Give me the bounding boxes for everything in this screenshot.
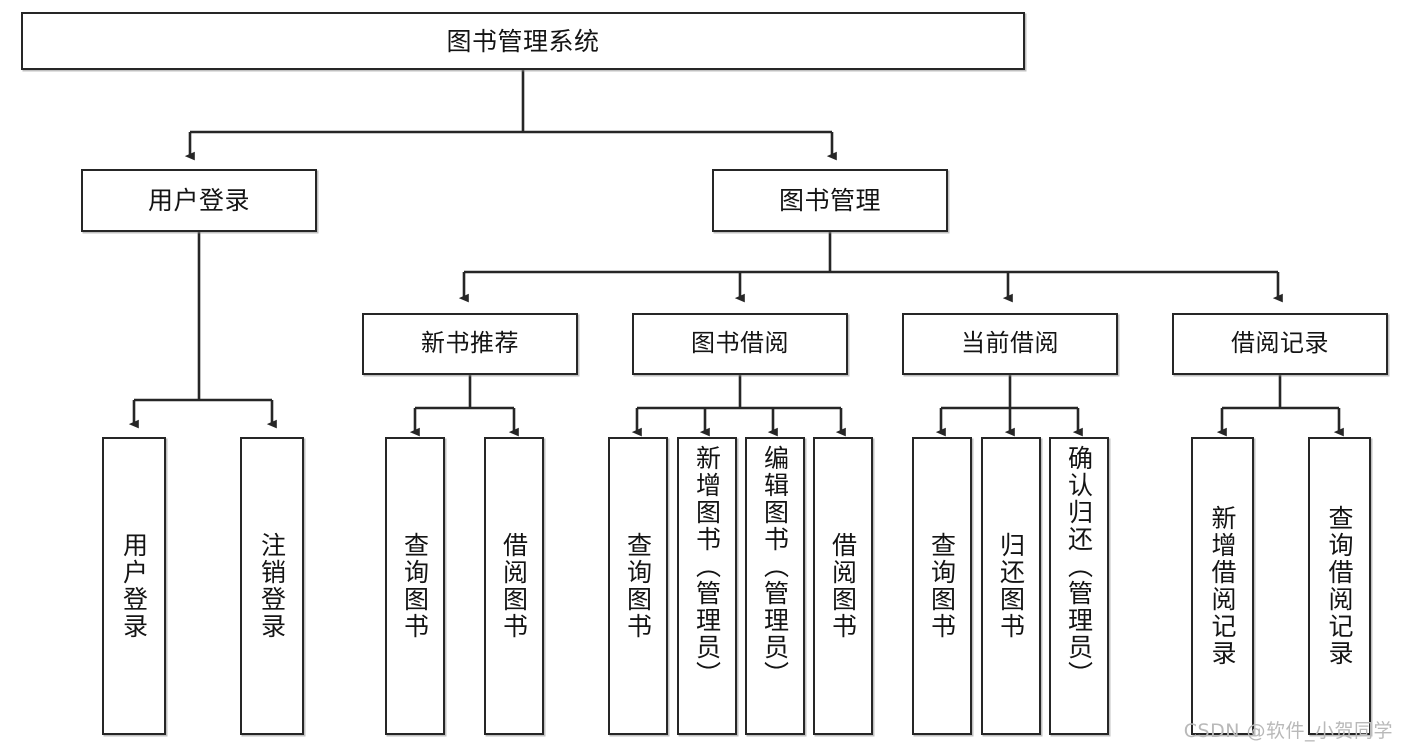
node-label: 图书管理 [778, 186, 881, 215]
leaf-current-query-book[interactable]: 查询图书 [912, 437, 972, 735]
leaf-current-confirm-return-admin[interactable]: 确认归还（管理员） [1049, 437, 1109, 735]
node-label: 借阅图书 [828, 532, 858, 640]
leaf-record-query-borrow-record[interactable]: 查询借阅记录 [1308, 437, 1371, 735]
node-label: 当前借阅 [961, 329, 1059, 358]
node-label: 借阅图书 [499, 532, 529, 640]
leaf-record-add-borrow-record[interactable]: 新增借阅记录 [1191, 437, 1254, 735]
leaf-borrow-edit-book-admin[interactable]: 编辑图书（管理员） [745, 437, 805, 735]
leaf-user-login[interactable]: 用户登录 [102, 437, 166, 735]
node-book-borrow[interactable]: 图书借阅 [632, 313, 848, 375]
node-label: 新增图书（管理员） [692, 445, 722, 688]
node-label: 查询图书 [623, 532, 653, 640]
node-label: 借阅记录 [1231, 329, 1329, 358]
node-label: 图书借阅 [691, 329, 789, 358]
node-book-management[interactable]: 图书管理 [712, 169, 948, 232]
node-root-book-management-system[interactable]: 图书管理系统 [21, 12, 1025, 70]
node-current-borrow[interactable]: 当前借阅 [902, 313, 1118, 375]
node-label: 归还图书 [996, 532, 1026, 640]
node-label: 图书管理系统 [446, 26, 600, 56]
node-label: 确认归还（管理员） [1064, 445, 1094, 688]
node-label: 注销登录 [257, 532, 287, 640]
node-borrow-record[interactable]: 借阅记录 [1172, 313, 1388, 375]
leaf-borrow-query-book[interactable]: 查询图书 [608, 437, 668, 735]
leaf-logout[interactable]: 注销登录 [240, 437, 304, 735]
node-user-login[interactable]: 用户登录 [81, 169, 317, 232]
csdn-watermark: CSDN @软件_小贺同学 [1183, 720, 1393, 742]
leaf-current-return-book[interactable]: 归还图书 [981, 437, 1041, 735]
node-label: 查询图书 [927, 532, 957, 640]
leaf-newbook-borrow-book[interactable]: 借阅图书 [484, 437, 544, 735]
leaf-borrow-borrow-book[interactable]: 借阅图书 [813, 437, 873, 735]
node-label: 新书推荐 [421, 329, 519, 358]
node-label: 查询图书 [400, 532, 430, 640]
node-label: 新增借阅记录 [1208, 505, 1237, 667]
node-label: 用户登录 [147, 186, 250, 215]
leaf-borrow-add-book-admin[interactable]: 新增图书（管理员） [677, 437, 737, 735]
node-new-book-recommend[interactable]: 新书推荐 [362, 313, 578, 375]
node-label: 编辑图书（管理员） [760, 445, 790, 688]
node-label: 查询借阅记录 [1325, 505, 1354, 667]
node-label: 用户登录 [119, 532, 149, 640]
leaf-newbook-query-book[interactable]: 查询图书 [385, 437, 445, 735]
